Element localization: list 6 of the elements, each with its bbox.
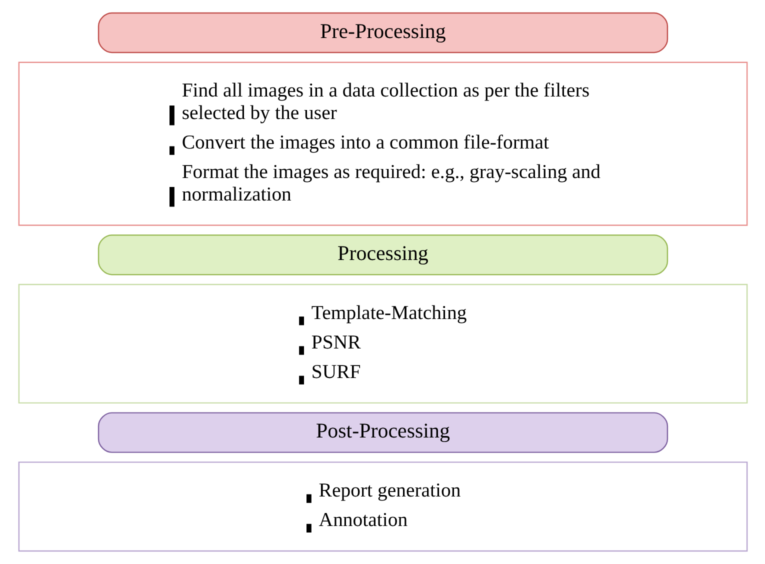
- node-box: Processing: [97, 234, 668, 276]
- node-box: Find all images in a data collection as per the filters selected by the user Convert the images into a common file-format Format the images as required: e.g., gray-scaling and normalization: [18, 62, 748, 226]
- node-box: Template-Matching PSNR SURF: [18, 284, 748, 404]
- node-box: Report generation Annotation: [18, 462, 748, 552]
- node-box: Post-Processing: [97, 412, 668, 453]
- node-box: Pre-Processing: [97, 12, 668, 54]
